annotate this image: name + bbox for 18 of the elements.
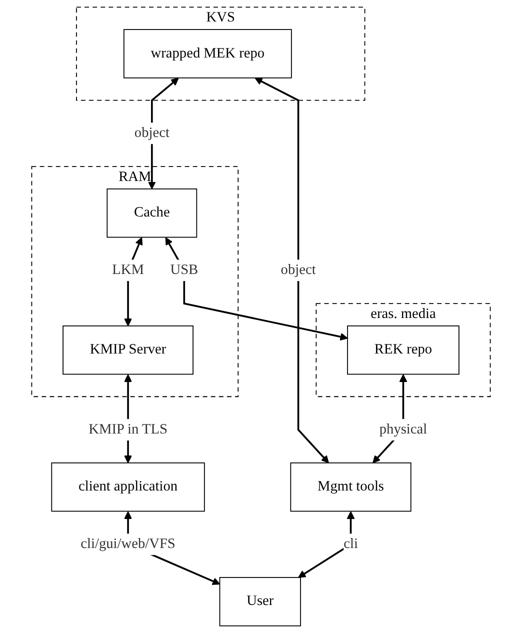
node-box: User — [219, 577, 301, 626]
node-box: REK repo — [347, 325, 460, 375]
edge-label: KMIP in TLS — [88, 422, 168, 437]
arrow — [165, 237, 348, 341]
node-box: KMIP Server — [62, 325, 194, 375]
edge-label: physical — [379, 422, 428, 437]
arrow — [298, 511, 355, 578]
edge-label: cli/gui/web/VFS — [80, 536, 176, 552]
edge-label: LKM — [112, 262, 144, 278]
edge-label: object — [280, 262, 316, 278]
edge-label: USB — [170, 262, 198, 278]
arrow — [254, 78, 329, 464]
node-box: Cache — [106, 188, 198, 238]
node-box: Mgmt tools — [290, 462, 412, 512]
node-box: wrapped MEK repo — [123, 29, 292, 78]
node-box: client application — [51, 462, 205, 512]
edge-label: object — [134, 125, 170, 141]
edge-label: cli — [344, 536, 358, 552]
